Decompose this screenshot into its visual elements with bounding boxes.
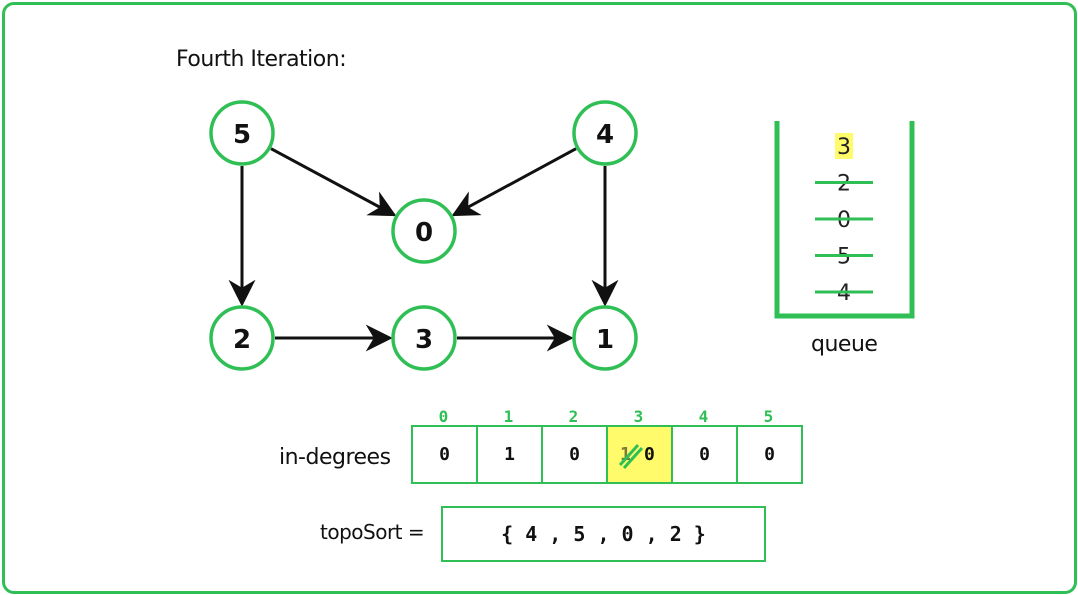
node-label: 1 bbox=[596, 325, 614, 355]
indegree-old-value: 1 bbox=[620, 444, 631, 465]
queue-item: 5 bbox=[815, 245, 873, 270]
graph-node-4: 4 bbox=[572, 100, 638, 166]
queue-item: 2 bbox=[815, 172, 873, 197]
indegree-index: 2 bbox=[568, 407, 579, 426]
node-circle bbox=[572, 100, 638, 166]
queue-item-value: 3 bbox=[837, 135, 851, 160]
node-circle bbox=[391, 305, 457, 371]
queue-item: 3 bbox=[835, 133, 853, 160]
indegree-value: 0 bbox=[439, 444, 450, 465]
indegree-cell: 0 bbox=[671, 425, 738, 484]
edge-5-to-0 bbox=[270, 147, 397, 217]
indegree-value: 0 bbox=[644, 444, 655, 465]
strike-mark bbox=[618, 443, 644, 469]
graph-node-3: 3 bbox=[391, 305, 457, 371]
node-label: 0 bbox=[415, 218, 433, 248]
graph-node-2: 2 bbox=[209, 305, 275, 371]
indegree-value: 0 bbox=[569, 444, 580, 465]
node-circle bbox=[572, 305, 638, 371]
indegree-cell: 1 bbox=[476, 425, 543, 484]
indegree-index: 4 bbox=[698, 407, 709, 426]
graph-node-1: 1 bbox=[572, 305, 638, 371]
graph-node-0: 0 bbox=[391, 198, 457, 264]
queue-container bbox=[774, 121, 915, 319]
node-label: 4 bbox=[596, 120, 614, 150]
graph-edges bbox=[228, 147, 619, 352]
toposort-value: { 4 , 5 , 0 , 2 } bbox=[441, 506, 766, 562]
indegrees-label: in-degrees bbox=[279, 445, 391, 470]
node-circle bbox=[209, 305, 275, 371]
queue-item: 4 bbox=[815, 281, 873, 306]
page-title: Fourth Iteration: bbox=[176, 47, 347, 72]
node-label: 2 bbox=[233, 325, 251, 355]
indegree-cell: 0 bbox=[411, 425, 478, 484]
node-circle bbox=[209, 100, 275, 166]
queue-items: 3 2 0 5 4 bbox=[815, 133, 873, 306]
indegree-value: 0 bbox=[699, 444, 710, 465]
indegree-index: 3 bbox=[633, 407, 644, 426]
indegree-index: 1 bbox=[503, 407, 514, 426]
node-circle bbox=[391, 198, 457, 264]
indegree-value: 1 bbox=[504, 444, 515, 465]
node-label: 5 bbox=[233, 120, 251, 150]
indegree-index: 5 bbox=[763, 407, 774, 426]
indegree-cell: 0 bbox=[541, 425, 608, 484]
toposort-label: topoSort = bbox=[320, 520, 425, 544]
edge-4-to-0 bbox=[451, 147, 577, 217]
graph-node-5: 5 bbox=[209, 100, 275, 166]
graph-nodes: 5 4 0 2 3 1 bbox=[209, 100, 638, 371]
queue-item: 0 bbox=[815, 208, 873, 233]
indegree-value: 0 bbox=[764, 444, 775, 465]
node-label: 3 bbox=[415, 325, 433, 355]
indegree-index: 0 bbox=[438, 407, 449, 426]
indegree-cell: 0 bbox=[736, 425, 803, 484]
queue-highlight bbox=[835, 133, 853, 159]
queue-label: queue bbox=[811, 332, 878, 357]
